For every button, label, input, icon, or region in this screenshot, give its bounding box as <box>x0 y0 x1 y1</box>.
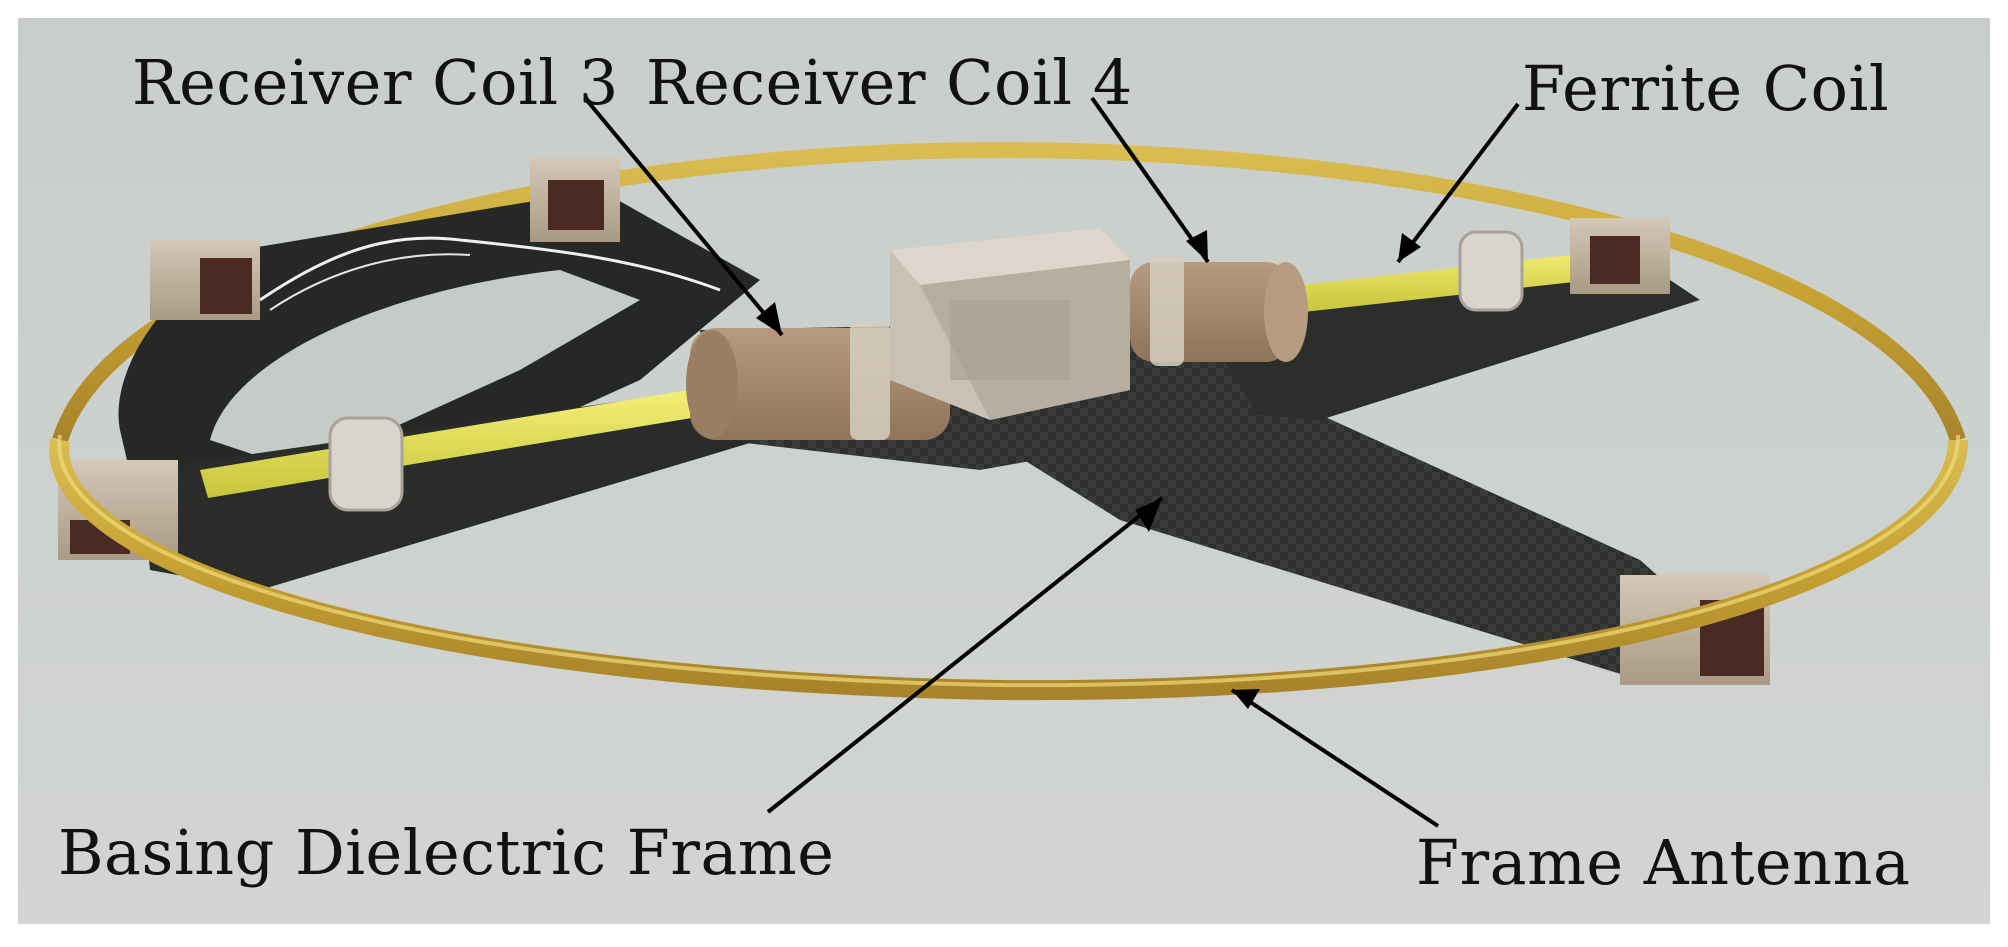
basing-dielectric-frame-label: Basing Dielectric Frame <box>58 816 835 889</box>
rod-support-left <box>328 416 404 512</box>
receiver-coil-3-label: Receiver Coil 3 <box>132 46 619 119</box>
receiver-coil-4 <box>1130 256 1308 366</box>
ring-front <box>49 438 1969 701</box>
arrowheads <box>756 230 1421 709</box>
ferrite-coil-label: Ferrite Coil <box>1522 52 1890 125</box>
pointer-lines <box>583 96 1520 828</box>
receiver-coil-4-label: Receiver Coil 4 <box>646 46 1133 119</box>
frame-antenna-label: Frame Antenna <box>1416 826 1911 899</box>
wires <box>259 236 721 302</box>
receiver-coil-3 <box>686 322 950 440</box>
central-housing <box>890 228 1130 420</box>
rod-support-right <box>1458 230 1524 312</box>
